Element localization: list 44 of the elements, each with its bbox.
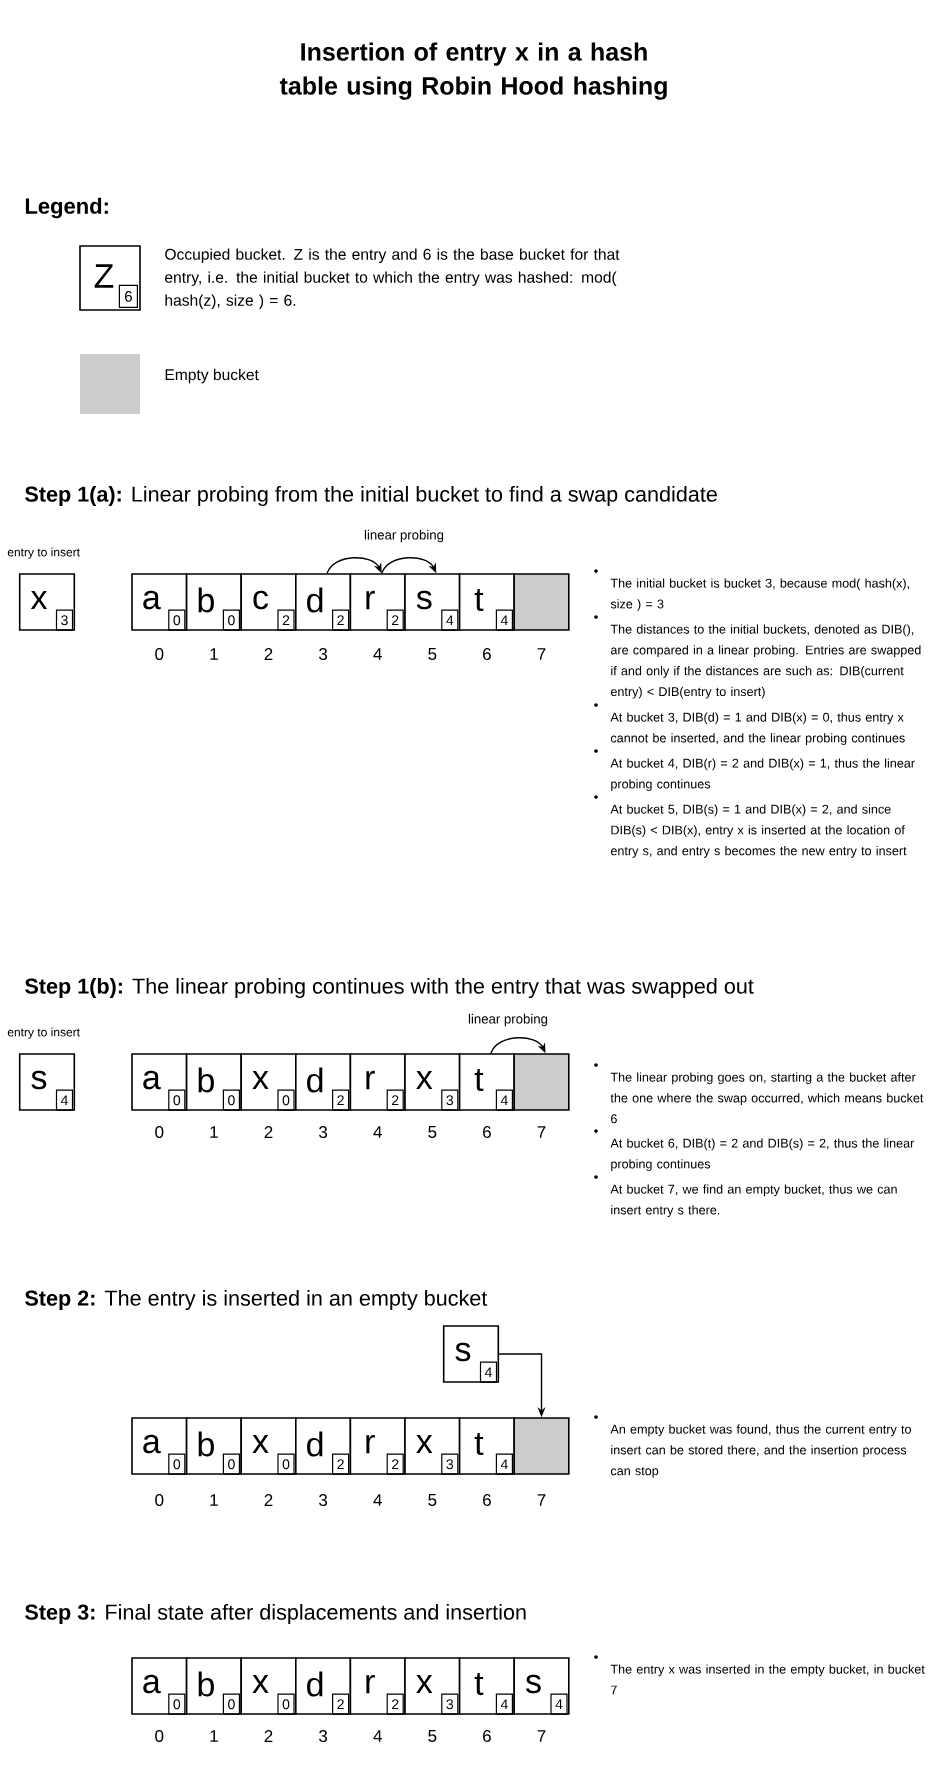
bucket-index: 4: [373, 1126, 382, 1138]
arrow: [326, 557, 382, 574]
bucket-index: 2: [264, 1126, 273, 1138]
bucket: [513, 1053, 570, 1111]
arrow: [381, 557, 437, 574]
bucket-index: 6: [483, 1730, 491, 1743]
bucket-index: 0: [155, 1494, 164, 1507]
step-heading: Step 1(a): Linear probing from the initial bucket to find a swap candidate: [25, 485, 717, 507]
bucket-index: 1: [210, 1730, 218, 1742]
bucket-index: 1: [210, 1494, 218, 1506]
bucket-index: 7: [537, 648, 546, 660]
bucket-index: 7: [537, 1730, 546, 1742]
bucket-index: 3: [319, 1730, 328, 1743]
bucket-index: 6: [483, 1494, 491, 1507]
bucket-index: 0: [155, 1126, 164, 1138]
bucket-index: 5: [428, 648, 437, 660]
bucket-index: 1: [210, 648, 218, 660]
bucket-index: 7: [537, 1494, 546, 1506]
bucket: [513, 1417, 570, 1475]
bucket-index: 4: [373, 648, 382, 660]
bucket-index: 2: [264, 648, 273, 660]
step-heading: Step 2: The entry is inserted in an empty bucket: [25, 1289, 488, 1311]
step-heading: Step 1(b): The linear probing continues with the entry that was swapped out: [25, 977, 754, 999]
bucket-index: 4: [373, 1494, 382, 1506]
legend-heading: Legend:: [25, 197, 108, 219]
bucket-index: 2: [264, 1494, 273, 1506]
bucket-index: 0: [155, 648, 164, 660]
bucket-index: 5: [428, 1494, 437, 1506]
bucket-index: 5: [428, 1730, 437, 1742]
bucket-index: 6: [483, 648, 491, 660]
title: Insertion of entry x in a hash table using Robin Hood hashing: [279, 42, 667, 100]
bucket: [513, 573, 570, 631]
bucket-index: 4: [373, 1730, 382, 1742]
bucket-index: 5: [428, 1126, 437, 1138]
bucket-index: 1: [210, 1126, 218, 1138]
bucket-index: 3: [319, 648, 328, 660]
bucket-index: 7: [537, 1126, 546, 1138]
bucket-index: 0: [155, 1730, 164, 1743]
bucket-index: 3: [319, 1494, 328, 1507]
step-heading: Step 3: Final state after displacements and insertion: [25, 1603, 526, 1625]
bucket-index: 6: [483, 1126, 491, 1138]
bucket-index: 2: [264, 1730, 273, 1742]
arrow: [490, 1037, 546, 1054]
bucket-index: 3: [319, 1126, 328, 1138]
